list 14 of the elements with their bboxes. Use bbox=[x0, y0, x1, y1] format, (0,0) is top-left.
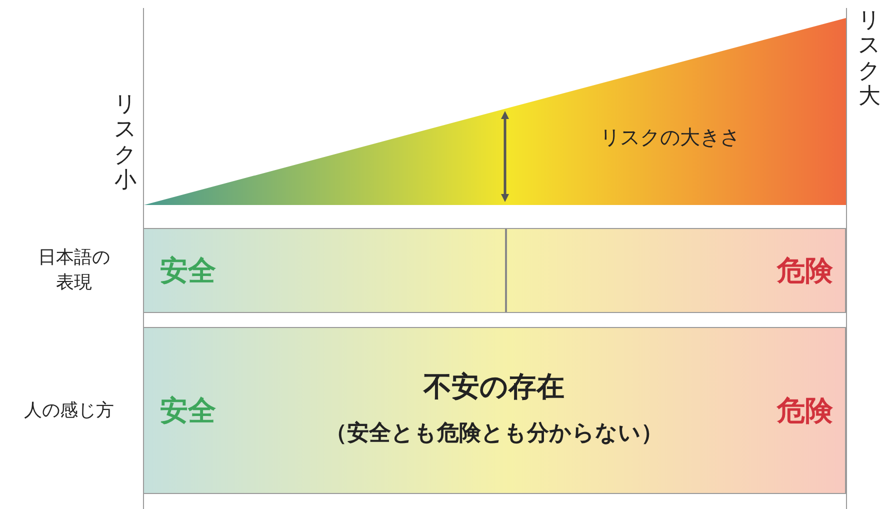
gradient-band bbox=[143, 327, 846, 494]
row-label: 日本語の表現 bbox=[37, 246, 111, 295]
danger-label: 危険 bbox=[777, 392, 833, 428]
center-note: （安全とも危険とも分からない） bbox=[324, 420, 664, 448]
axis-label: リスク大 bbox=[858, 8, 881, 110]
center-heading: 不安の存在 bbox=[422, 369, 566, 405]
gradient-band bbox=[143, 228, 846, 313]
axis-label: リスク小 bbox=[114, 92, 137, 194]
triangle-label: リスクの大きさ bbox=[600, 124, 740, 151]
danger-label: 危険 bbox=[777, 252, 833, 288]
safe-label: 安全 bbox=[160, 392, 216, 428]
risk-triangle bbox=[144, 18, 846, 205]
safe-label: 安全 bbox=[160, 252, 216, 288]
row-label: 人の感じ方 bbox=[23, 398, 115, 422]
